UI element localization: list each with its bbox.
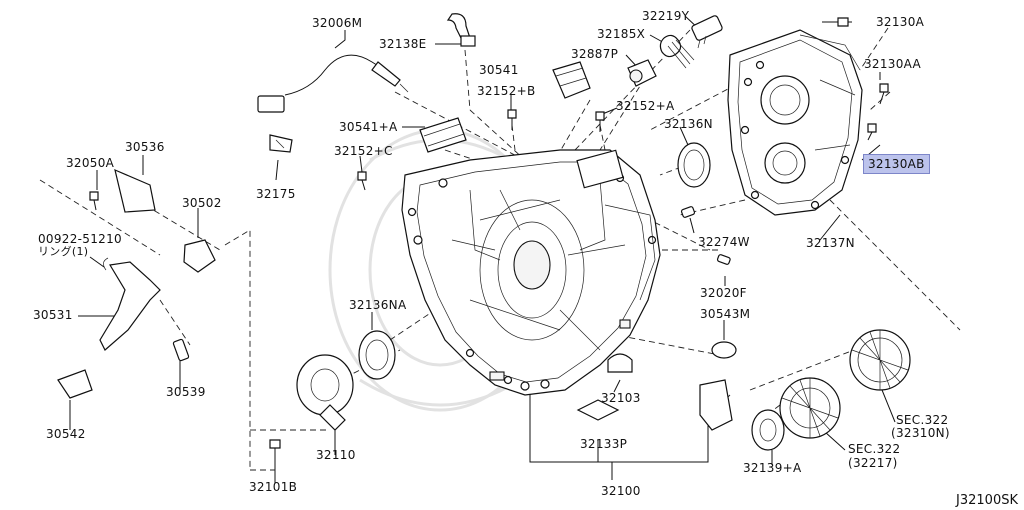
drain-plug bbox=[576, 353, 633, 421]
diagram-reference-code: J32100SK bbox=[956, 493, 1018, 508]
callout-30502[interactable]: 30502 bbox=[182, 196, 222, 210]
callout-ring-note: リング(1) bbox=[38, 245, 89, 258]
dowels-and-pins bbox=[172, 206, 737, 362]
callout-32136n[interactable]: 32136N bbox=[664, 117, 713, 131]
callout-32110[interactable]: 32110 bbox=[316, 448, 356, 462]
callout-30541a[interactable]: 30541+A bbox=[339, 120, 398, 134]
rear-extension-case bbox=[727, 29, 863, 216]
callout-32100[interactable]: 32100 bbox=[601, 484, 641, 498]
harness-sensor bbox=[257, 54, 409, 113]
callout-sec322-b[interactable]: SEC.322 bbox=[848, 442, 901, 456]
callout-32887p[interactable]: 32887P bbox=[571, 47, 619, 61]
callout-32136na[interactable]: 32136NA bbox=[349, 298, 407, 312]
callout-32152c[interactable]: 32152+C bbox=[334, 144, 393, 158]
callout-00922-51210[interactable]: 00922-51210 bbox=[38, 232, 122, 246]
callout-32310n: (32310N) bbox=[891, 426, 950, 440]
callout-30539[interactable]: 30539 bbox=[166, 385, 206, 399]
callout-32101b[interactable]: 32101B bbox=[249, 480, 298, 494]
callout-32103[interactable]: 32103 bbox=[601, 391, 641, 405]
callout-32219y[interactable]: 32219Y bbox=[642, 9, 690, 23]
shim-plates bbox=[419, 61, 591, 153]
callout-30543m[interactable]: 30543M bbox=[700, 307, 751, 321]
callout-32139a[interactable]: 32139+A bbox=[743, 461, 802, 475]
callout-32020f[interactable]: 32020F bbox=[700, 286, 747, 300]
clip-ring bbox=[269, 134, 293, 153]
callout-32137n[interactable]: 32137N bbox=[806, 236, 855, 250]
callout-32152b[interactable]: 32152+B bbox=[477, 84, 536, 98]
callout-30531[interactable]: 30531 bbox=[33, 308, 73, 322]
callout-32138e[interactable]: 32138E bbox=[379, 37, 427, 51]
callout-32130aa[interactable]: 32130AA bbox=[864, 57, 922, 71]
callout-30542[interactable]: 30542 bbox=[46, 427, 86, 441]
transmission-case bbox=[401, 149, 661, 396]
breather-tube bbox=[446, 13, 476, 47]
callout-32130a[interactable]: 32130A bbox=[876, 15, 925, 29]
callout-32133p[interactable]: 32133P bbox=[580, 437, 628, 451]
bracket-mount bbox=[699, 379, 733, 431]
oil-seals bbox=[358, 142, 711, 380]
callout-32274w[interactable]: 32274W bbox=[698, 235, 750, 249]
bolts bbox=[89, 17, 889, 462]
callout-32006m[interactable]: 32006M bbox=[312, 16, 363, 30]
callout-sec322-a[interactable]: SEC.322 bbox=[896, 413, 949, 427]
callout-32175[interactable]: 32175 bbox=[256, 187, 296, 201]
callout-32217: (32217) bbox=[848, 456, 898, 470]
callout-32050a[interactable]: 32050A bbox=[66, 156, 115, 170]
switch-assembly bbox=[627, 15, 723, 87]
callout-32185x[interactable]: 32185X bbox=[597, 27, 646, 41]
release-bearing-and-fork bbox=[57, 168, 216, 399]
callout-32152a[interactable]: 32152+A bbox=[616, 99, 675, 113]
input-flange bbox=[296, 354, 354, 431]
callout-30536[interactable]: 30536 bbox=[125, 140, 165, 154]
gears bbox=[751, 329, 911, 451]
callout-30541[interactable]: 30541 bbox=[479, 63, 519, 77]
callout-32130ab-highlighted[interactable]: 32130AB bbox=[863, 154, 930, 174]
